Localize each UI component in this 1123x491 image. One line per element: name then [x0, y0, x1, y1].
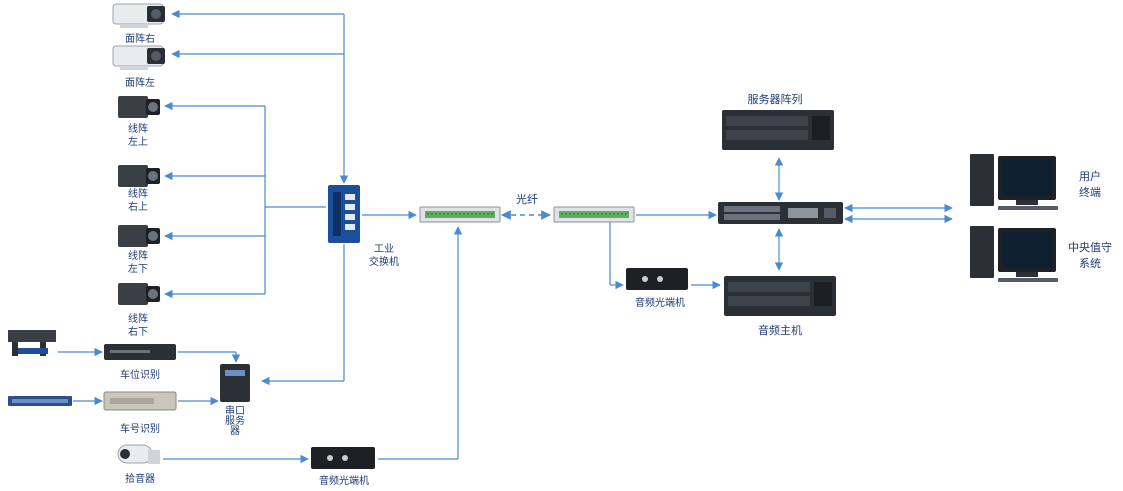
label-serial-server-3: 器 [230, 425, 240, 437]
label-audio-fiber-right: 音频光端机 [635, 296, 685, 309]
label-industrial-switch-1: 工业 [374, 243, 394, 255]
label-face-left: 面阵左 [125, 76, 155, 89]
connection-lines [58, 9, 953, 464]
vehicle-position-device-icon: 车位识别 [104, 344, 176, 381]
label-user-terminal-2: 终端 [1079, 185, 1101, 199]
label-line-top-right-1: 线阵 [128, 187, 148, 200]
camera-face-left: 面阵左 [112, 45, 165, 89]
odf-panel-left-icon [419, 206, 501, 223]
label-line-top-left-1: 线阵 [128, 122, 148, 135]
label-line-bottom-right-1: 线阵 [128, 312, 148, 325]
pickup-icon: 拾音器 [117, 444, 160, 485]
label-audio-fiber-left: 音频光端机 [319, 474, 369, 487]
label-face-right: 面阵右 [125, 32, 155, 45]
label-user-terminal-1: 用户 [1079, 169, 1101, 183]
label-serial-server-1: 串口 [225, 405, 245, 417]
label-vehicle-position: 车位识别 [120, 368, 160, 381]
camera-line-top-right: 线阵 右上 [118, 165, 160, 213]
camera-face-right: 面阵右 [112, 3, 165, 45]
label-server-array: 服务器阵列 [748, 92, 803, 106]
camera-line-bottom-left: 线阵 左下 [118, 225, 160, 275]
position-sensor-icon [8, 330, 56, 356]
odf-panel-right-icon [553, 206, 635, 223]
user-terminal-icon: 用户 终端 [970, 154, 1101, 210]
label-line-bottom-left-2: 左下 [128, 262, 148, 275]
audio-fiber-left-icon: 音频光端机 [311, 447, 375, 487]
core-switch-icon [718, 202, 843, 224]
label-audio-host: 音频主机 [758, 323, 802, 337]
label-fiber: 光纤 [516, 192, 538, 206]
label-line-bottom-right-2: 右下 [128, 325, 148, 338]
industrial-switch-icon: 工业 交换机 [328, 185, 399, 268]
camera-line-top-left: 线阵 左上 [118, 96, 160, 148]
serial-server-icon: 串口 服务 器 [220, 364, 250, 437]
central-duty-icon: 中央值守 系统 [970, 226, 1112, 282]
label-line-top-right-2: 右上 [128, 200, 148, 213]
audio-host-icon: 音频主机 [724, 276, 836, 337]
audio-fiber-right-icon: 音频光端机 [626, 268, 688, 309]
label-line-bottom-left-1: 线阵 [128, 249, 148, 262]
label-serial-server-2: 服务 [225, 414, 245, 427]
vehicle-number-device-icon: 车号识别 [103, 391, 177, 435]
label-industrial-switch-2: 交换机 [369, 255, 399, 268]
label-central-duty-2: 系统 [1079, 257, 1101, 270]
server-array-icon: 服务器阵列 [722, 92, 834, 150]
camera-line-bottom-right: 线阵 右下 [118, 283, 160, 338]
label-line-top-left-2: 左上 [128, 135, 148, 148]
label-central-duty-1: 中央值守 [1068, 240, 1112, 254]
number-reader-icon [8, 396, 72, 406]
label-pickup: 拾音器 [125, 472, 155, 485]
label-vehicle-number: 车号识别 [120, 422, 160, 435]
